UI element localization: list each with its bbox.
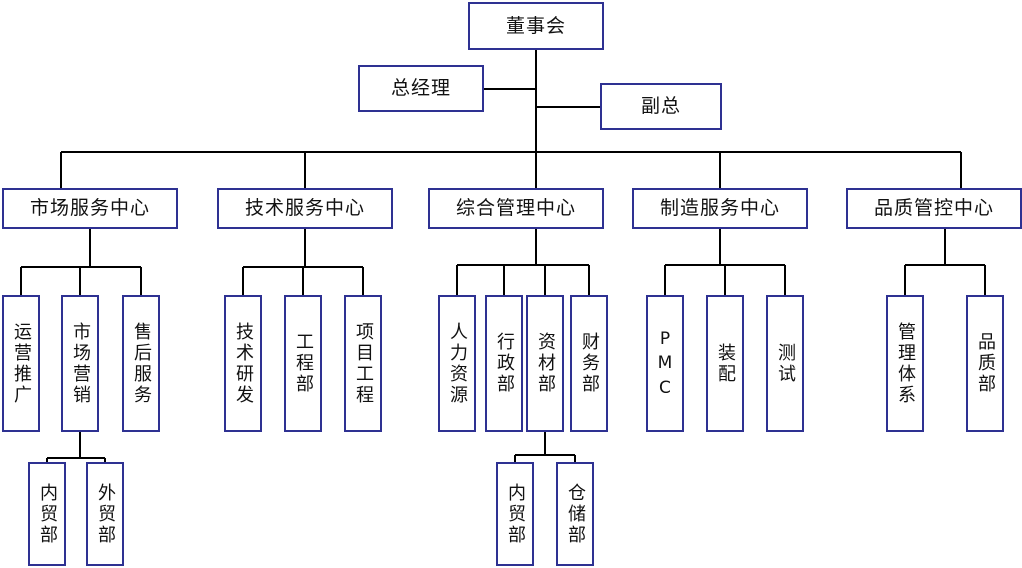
node-dept-assembly[interactable]: 装配 [706, 295, 744, 432]
node-center-quality-control[interactable]: 品质管控中心 [846, 188, 1022, 229]
node-label: 运营推广 [11, 321, 32, 406]
node-label: 总经理 [390, 77, 451, 100]
node-label: 内贸部 [505, 482, 526, 546]
node-subdept-warehouse[interactable]: 仓储部 [556, 462, 594, 566]
node-label: 制造服务中心 [659, 197, 780, 220]
node-deputy-general-manager[interactable]: 副总 [600, 83, 722, 130]
node-dept-finance[interactable]: 财务部 [570, 295, 608, 432]
node-label: 外贸部 [95, 482, 116, 546]
node-label: 技术服务中心 [244, 197, 365, 220]
node-dept-materials[interactable]: 资材部 [526, 295, 564, 432]
node-dept-market-marketing[interactable]: 市场营销 [61, 295, 99, 432]
node-label: 综合管理中心 [455, 197, 576, 220]
node-label: 测试 [775, 342, 796, 385]
node-label: 资材部 [535, 332, 556, 395]
node-dept-project-engineering[interactable]: 项目工程 [344, 295, 382, 432]
node-dept-technology-rnd[interactable]: 技术研发 [224, 295, 262, 432]
node-label: 项目工程 [353, 321, 374, 406]
node-label: 人力资源 [447, 321, 468, 406]
node-board[interactable]: 董事会 [468, 2, 604, 50]
node-center-manufacturing-service[interactable]: 制造服务中心 [632, 188, 808, 229]
node-label: 市场营销 [70, 321, 91, 406]
node-dept-human-resources[interactable]: 人力资源 [438, 295, 476, 432]
node-dept-pmc[interactable]: P M C [646, 295, 684, 432]
node-label: 工程部 [293, 332, 314, 395]
node-dept-administration[interactable]: 行政部 [485, 295, 523, 432]
node-label: 品质管控中心 [873, 197, 994, 220]
node-subdept-foreign-trade[interactable]: 外贸部 [86, 462, 124, 566]
node-label: 管理体系 [895, 321, 916, 406]
node-label: 品质部 [975, 332, 996, 395]
node-dept-operations-promotion[interactable]: 运营推广 [2, 295, 40, 432]
node-label: 行政部 [494, 332, 515, 395]
node-label: 内贸部 [37, 482, 58, 546]
node-subdept-domestic-trade-marketing[interactable]: 内贸部 [28, 462, 66, 566]
node-general-manager[interactable]: 总经理 [358, 65, 484, 112]
node-center-comprehensive-management[interactable]: 综合管理中心 [428, 188, 604, 229]
node-label: P M C [657, 328, 673, 398]
node-label: 售后服务 [131, 321, 152, 406]
node-dept-management-system[interactable]: 管理体系 [886, 295, 924, 432]
node-label: 装配 [715, 342, 736, 385]
node-dept-quality[interactable]: 品质部 [966, 295, 1004, 432]
node-label: 仓储部 [565, 482, 586, 546]
node-label: 技术研发 [233, 321, 254, 406]
node-label: 市场服务中心 [29, 197, 150, 220]
node-center-market-service[interactable]: 市场服务中心 [2, 188, 178, 229]
node-dept-testing[interactable]: 测试 [766, 295, 804, 432]
node-label: 副总 [640, 95, 681, 118]
node-label: 董事会 [505, 14, 566, 37]
node-subdept-domestic-trade-materials[interactable]: 内贸部 [496, 462, 534, 566]
node-label: 财务部 [579, 332, 600, 395]
node-center-technical-service[interactable]: 技术服务中心 [217, 188, 393, 229]
node-dept-engineering[interactable]: 工程部 [284, 295, 322, 432]
node-dept-after-sales-service[interactable]: 售后服务 [122, 295, 160, 432]
